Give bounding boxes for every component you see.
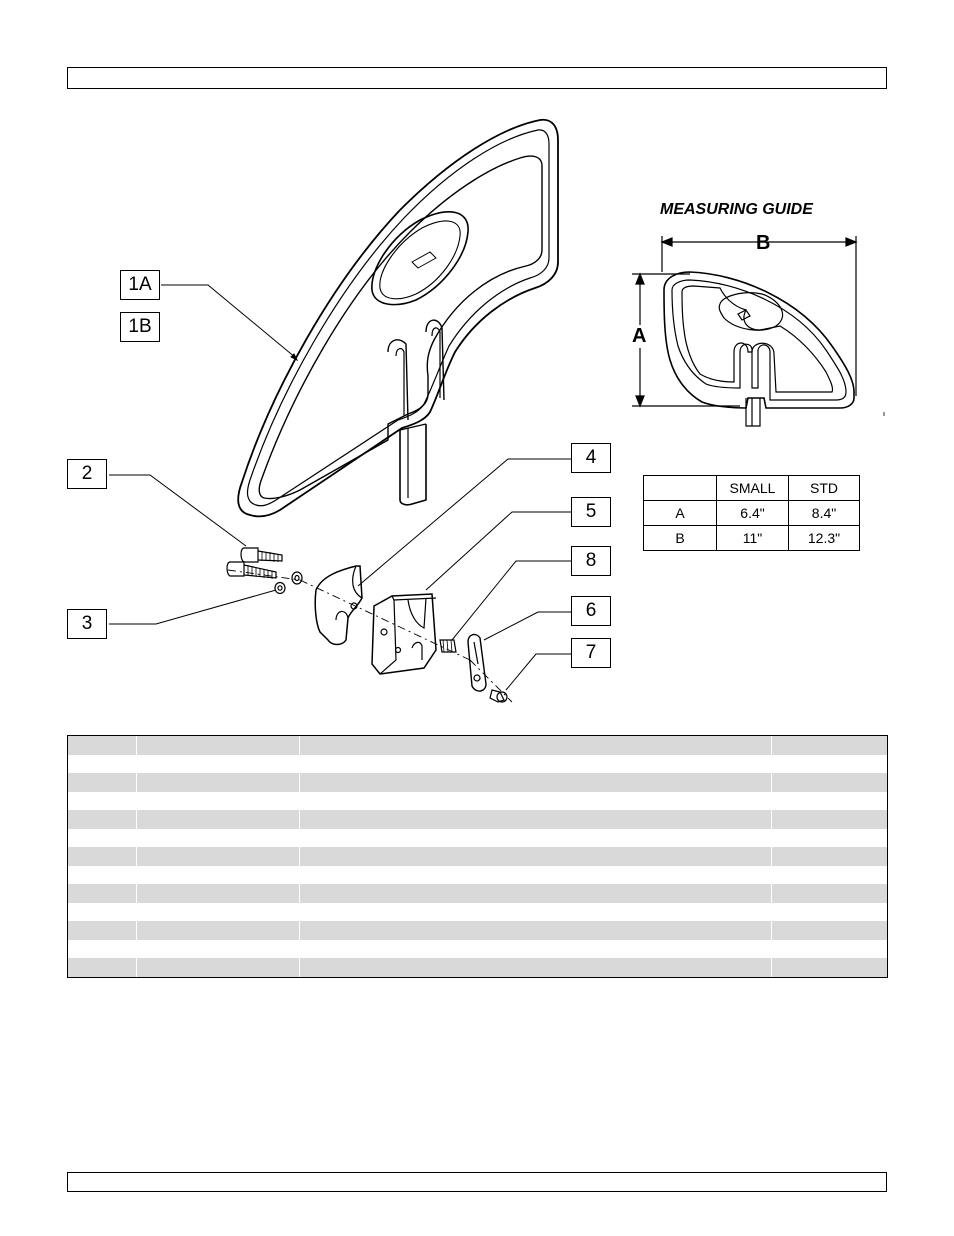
table-row — [68, 755, 887, 774]
size-header-blank — [643, 475, 717, 501]
callout-8: 8 — [571, 546, 611, 576]
table-row — [68, 792, 887, 811]
exploded-diagram — [109, 118, 885, 703]
callout-7: 7 — [571, 638, 611, 668]
callout-5: 5 — [571, 497, 611, 527]
table-row — [68, 847, 887, 866]
dimension-b-label: B — [756, 232, 771, 254]
column-divider — [299, 736, 300, 977]
table-row — [68, 866, 887, 885]
size-table: SMALL STD A 6.4" 8.4" B 11" 12.3" — [643, 475, 860, 551]
table-row — [68, 736, 887, 755]
size-cell: 8.4" — [788, 500, 860, 526]
size-header-small: SMALL — [716, 475, 789, 501]
table-row — [68, 829, 887, 848]
size-cell: 6.4" — [716, 500, 789, 526]
size-table-row: A 6.4" 8.4" — [643, 500, 860, 526]
table-row — [68, 940, 887, 959]
table-row — [68, 921, 887, 940]
measuring-guide-title: MEASURING GUIDE — [660, 201, 813, 218]
callout-1b: 1B — [120, 312, 160, 342]
backrest-panel — [237, 118, 559, 518]
callout-6: 6 — [571, 596, 611, 626]
header-bar — [67, 67, 887, 89]
size-table-header: SMALL STD — [643, 475, 860, 501]
column-divider — [771, 736, 772, 977]
size-cell: 12.3" — [788, 525, 860, 551]
size-cell: B — [643, 525, 717, 551]
size-cell: A — [643, 500, 717, 526]
callout-3: 3 — [67, 609, 107, 639]
callout-2: 2 — [67, 459, 107, 489]
parts-table — [67, 735, 888, 978]
table-row — [68, 903, 887, 922]
callout-1a: 1A — [120, 270, 160, 300]
column-divider — [136, 736, 137, 977]
footer-bar — [67, 1172, 887, 1192]
dimension-a-label: A — [632, 325, 647, 348]
table-row — [68, 773, 887, 792]
size-table-row: B 11" 12.3" — [643, 525, 860, 551]
size-cell: 11" — [716, 525, 789, 551]
size-header-std: STD — [788, 475, 860, 501]
table-row — [68, 958, 887, 977]
callout-4: 4 — [571, 443, 611, 473]
table-row — [68, 810, 887, 829]
table-row — [68, 884, 887, 903]
